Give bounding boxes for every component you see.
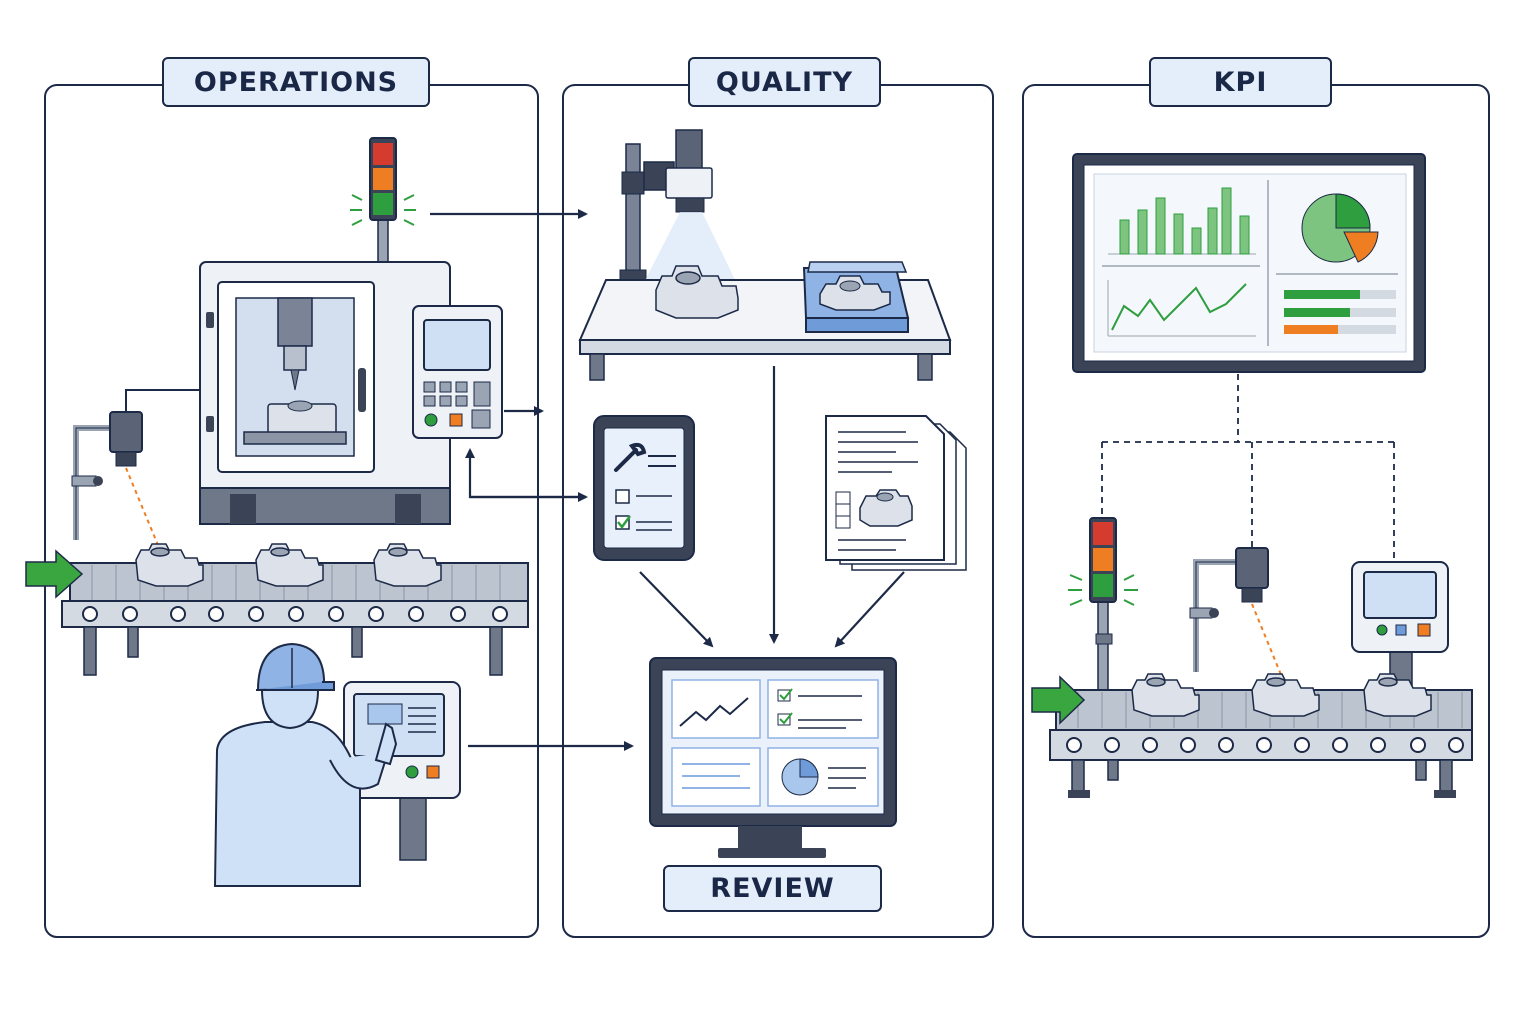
stack-light-icon (350, 137, 416, 264)
stack-light-icon (1068, 517, 1138, 693)
input-arrow-icon (1031, 675, 1086, 725)
workpiece-icon (1251, 673, 1320, 717)
workpiece-icon (1363, 673, 1432, 717)
input-arrow-icon (25, 549, 84, 599)
review-label: REVIEW (663, 865, 882, 912)
kpi-dashboard-icon (1072, 153, 1426, 373)
kpi-title: KPI (1149, 57, 1332, 107)
overhead-sensor-icon (71, 389, 200, 551)
tablet-checklist-icon (593, 415, 695, 561)
parts-tray-icon (802, 261, 910, 333)
flow-arrows (430, 209, 905, 751)
data-link-lines (1101, 374, 1395, 562)
cnc-machine-icon (199, 261, 451, 525)
workpiece-icon (655, 265, 739, 319)
operations-title: OPERATIONS (162, 57, 430, 107)
workpiece-icon (135, 543, 204, 587)
workpiece-icon (373, 543, 442, 587)
machine-control-panel-icon (412, 305, 503, 439)
operator-icon (213, 642, 398, 887)
inspection-report-icon (825, 415, 967, 571)
review-monitor-icon (649, 657, 897, 858)
overhead-sensor-icon (1189, 547, 1285, 683)
workpiece-icon (1131, 673, 1200, 717)
workpiece-icon (255, 543, 324, 587)
quality-title: QUALITY (688, 57, 881, 107)
station-terminal-icon (1351, 561, 1449, 691)
